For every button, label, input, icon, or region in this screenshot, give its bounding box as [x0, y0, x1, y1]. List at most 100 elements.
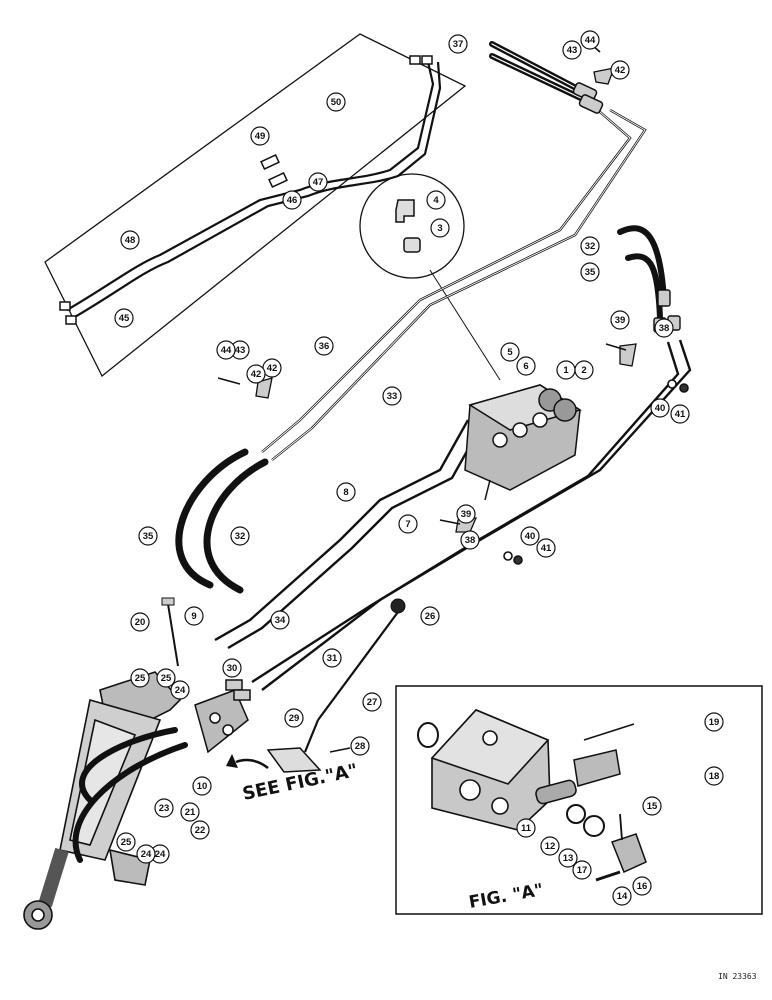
callout-number: 18 — [709, 771, 720, 782]
callout-number: 12 — [545, 841, 556, 852]
callout-number: 28 — [355, 741, 366, 752]
callout-number: 11 — [521, 823, 532, 834]
callout-35: 35 — [138, 526, 158, 546]
callout-number: 25 — [161, 673, 172, 684]
alternate-tubes-inset-frame — [44, 33, 467, 378]
top-hose-bundle — [489, 41, 588, 103]
callout-40: 40 — [520, 526, 540, 546]
callout-number: 38 — [659, 323, 670, 334]
callout-number: 24 — [175, 685, 186, 696]
callout-number: 27 — [367, 697, 378, 708]
callout-32: 32 — [230, 526, 250, 546]
callout-9: 9 — [184, 606, 204, 626]
cylinder-valve-block — [194, 679, 251, 754]
callout-number: 39 — [461, 509, 472, 520]
callout-number: 3 — [437, 223, 442, 234]
callout-39: 39 — [456, 504, 476, 524]
callout-18: 18 — [704, 766, 724, 786]
callout-4: 4 — [426, 190, 446, 210]
callout-number: 21 — [185, 807, 196, 818]
callout-1: 1 — [556, 360, 576, 380]
callout-23: 23 — [154, 798, 174, 818]
see-fig-a-arrow — [235, 758, 269, 769]
callout-44: 44 — [216, 340, 236, 360]
callout-33: 33 — [382, 386, 402, 406]
callout-3: 3 — [430, 218, 450, 238]
fig-a-clevis — [573, 723, 647, 882]
callout-number: 47 — [313, 177, 324, 188]
callout-number: 23 — [159, 803, 170, 814]
callout-number: 24 — [155, 849, 166, 860]
callout-number: 7 — [405, 519, 410, 530]
callout-number: 26 — [425, 611, 436, 622]
callout-number: 8 — [343, 487, 348, 498]
callout-31: 31 — [322, 648, 342, 668]
callout-number: 33 — [387, 391, 398, 402]
callout-30: 30 — [222, 658, 242, 678]
control-rod — [303, 598, 406, 753]
callout-27: 27 — [362, 692, 382, 712]
cylinder-bolt-20 — [161, 597, 179, 667]
callout-25: 25 — [130, 668, 150, 688]
fig-a-caption: FIG. "A" — [467, 880, 544, 913]
detail-leader — [429, 269, 501, 381]
fitting-detail-circle — [359, 173, 465, 279]
inner-white-tube-core — [261, 109, 646, 461]
callout-49: 49 — [250, 126, 270, 146]
callout-number: 36 — [319, 341, 330, 352]
callout-7: 7 — [398, 514, 418, 534]
callout-38: 38 — [654, 318, 674, 338]
callout-number: 42 — [267, 363, 278, 374]
callout-number: 43 — [567, 45, 578, 56]
callout-number: 24 — [141, 849, 152, 860]
callout-17: 17 — [572, 860, 592, 880]
callout-5: 5 — [500, 342, 520, 362]
tube-clips — [255, 67, 637, 533]
callout-21: 21 — [180, 802, 200, 822]
bolts — [217, 37, 689, 565]
callout-38: 38 — [460, 530, 480, 550]
callout-50: 50 — [326, 92, 346, 112]
callout-number: 49 — [255, 131, 266, 142]
callout-number: 32 — [235, 531, 246, 542]
fig-a-valve-body — [430, 709, 551, 831]
callout-number: 15 — [647, 801, 658, 812]
callout-41: 41 — [536, 538, 556, 558]
callout-34: 34 — [270, 610, 290, 630]
callout-number: 25 — [121, 837, 132, 848]
callout-number: 41 — [675, 409, 686, 420]
callout-number: 6 — [523, 361, 528, 372]
callout-6: 6 — [516, 356, 536, 376]
callout-number: 16 — [637, 881, 648, 892]
callout-47: 47 — [308, 172, 328, 192]
left-hoses — [175, 448, 269, 594]
callout-25: 25 — [116, 832, 136, 852]
callout-29: 29 — [284, 708, 304, 728]
callout-number: 41 — [541, 543, 552, 554]
callout-20: 20 — [130, 612, 150, 632]
callout-number: 40 — [655, 403, 666, 414]
document-number: IN 23363 — [718, 972, 757, 981]
callout-36: 36 — [314, 336, 334, 356]
callout-44: 44 — [580, 30, 600, 50]
see-fig-a-arrowhead — [226, 754, 238, 768]
callout-number: 20 — [135, 617, 146, 628]
callout-13: 13 — [558, 848, 578, 868]
inset-tube-fittings — [59, 55, 433, 325]
callout-number: 46 — [287, 195, 298, 206]
callout-number: 48 — [125, 235, 136, 246]
callout-number: 45 — [119, 313, 130, 324]
callout-number: 2 — [581, 365, 586, 376]
lever-arm — [266, 747, 351, 773]
inset-tubes — [66, 61, 442, 319]
callout-37: 37 — [448, 34, 468, 54]
callout-number: 10 — [197, 781, 208, 792]
callout-number: 37 — [453, 39, 464, 50]
callout-35: 35 — [580, 262, 600, 282]
callout-number: 13 — [563, 853, 574, 864]
callout-41: 41 — [670, 404, 690, 424]
callout-43: 43 — [562, 40, 582, 60]
callout-8: 8 — [336, 482, 356, 502]
callout-number: 29 — [289, 713, 300, 724]
